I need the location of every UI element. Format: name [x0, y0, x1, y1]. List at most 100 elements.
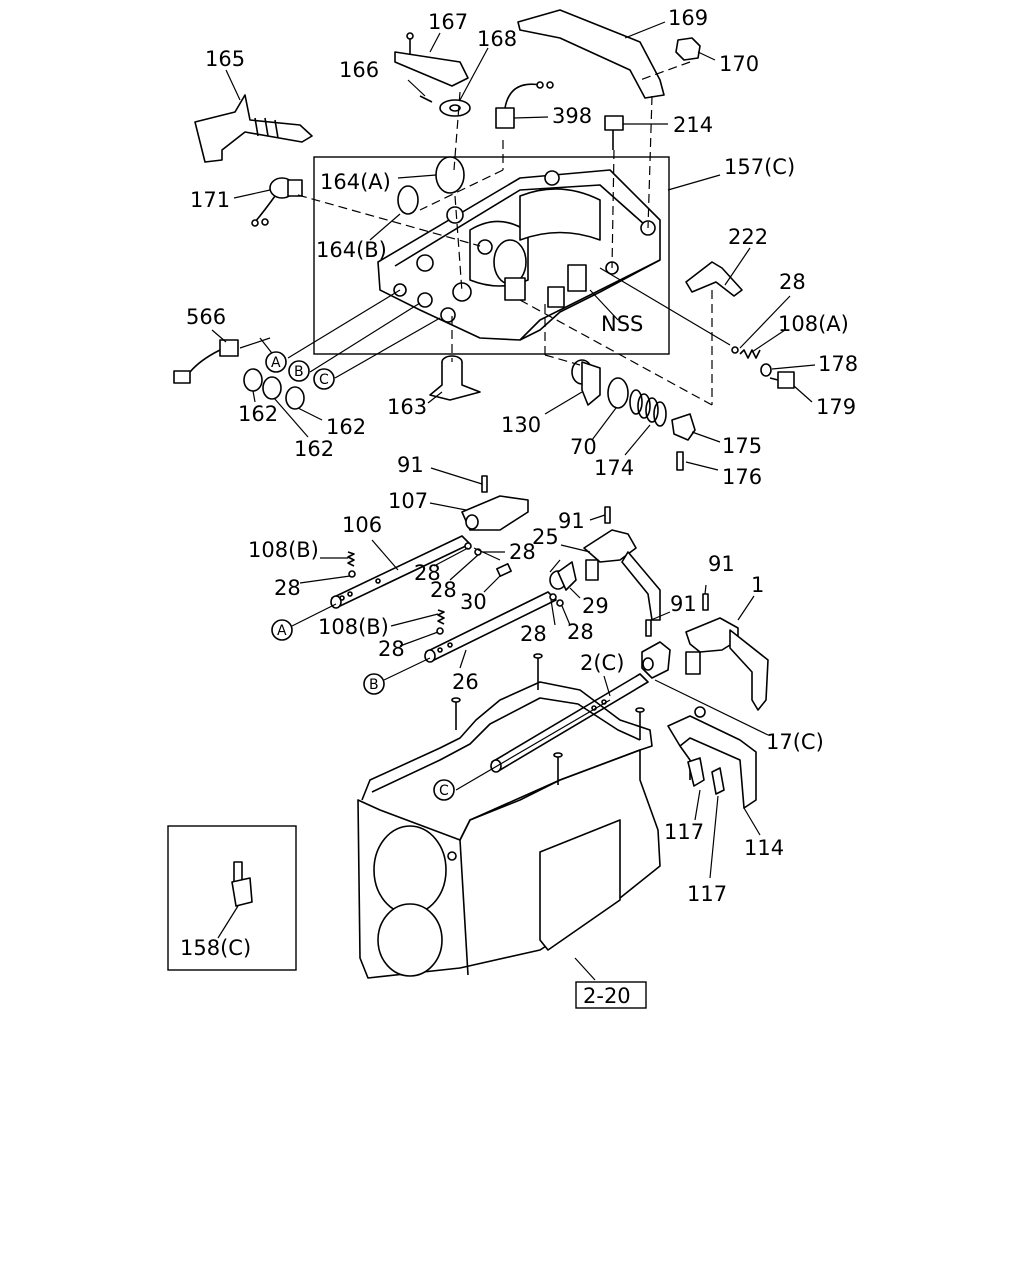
- label-165: 165: [205, 47, 245, 71]
- label-108b-1: 108(B): [248, 538, 319, 562]
- label-175: 175: [722, 434, 762, 458]
- label-26: 26: [452, 670, 479, 694]
- label-167: 167: [428, 10, 468, 34]
- label-174: 174: [594, 456, 634, 480]
- ball-28-g: [436, 627, 444, 635]
- pin-91-a: [481, 475, 488, 493]
- lock-plate-167: [394, 32, 469, 87]
- label-91-c: 91: [708, 552, 735, 576]
- upper-assembly-frame: [313, 156, 670, 355]
- label-106: 106: [342, 513, 382, 537]
- washer-70: [607, 377, 629, 409]
- bracket-114: [667, 706, 757, 809]
- shift-block-17c: [641, 641, 671, 679]
- block-29: [549, 561, 577, 591]
- label-107: 107: [388, 489, 428, 513]
- label-nss: NSS: [601, 312, 643, 336]
- shaft-163: [429, 355, 481, 401]
- label-2c: 2(C): [580, 651, 624, 675]
- plate-117-b: [711, 767, 725, 795]
- switch-398: [495, 81, 554, 129]
- pin-30: [496, 563, 512, 577]
- label-179: 179: [816, 395, 856, 419]
- label-178: 178: [818, 352, 858, 376]
- label-108a: 108(A): [778, 312, 849, 336]
- pin-176: [676, 451, 684, 471]
- label-108b-2: 108(B): [318, 615, 389, 639]
- label-28-b: 28: [274, 576, 301, 600]
- svg-text:B: B: [369, 677, 379, 693]
- pin-91-d: [645, 619, 652, 637]
- plug-162-c: [285, 386, 305, 410]
- label-176: 176: [722, 465, 762, 489]
- ball-28-b: [464, 542, 472, 550]
- seal-164b: [397, 185, 419, 215]
- label-157c: 157(C): [724, 155, 795, 179]
- plate-117-a: [687, 757, 705, 787]
- plug-162-b: [262, 376, 282, 400]
- label-162-b: 162: [326, 415, 366, 439]
- shift-lever-165: [194, 94, 313, 163]
- shift-fork-1: [685, 617, 769, 711]
- label-91-a: 91: [397, 453, 424, 477]
- label-17c: 17(C): [766, 730, 824, 754]
- marker-a-top: A: [265, 351, 287, 373]
- bolt-214: [604, 115, 624, 150]
- pin-91-c: [702, 593, 709, 611]
- reference-label: 2-20: [583, 984, 631, 1008]
- marker-c-top: C: [313, 368, 335, 390]
- ball-28-d: [348, 570, 356, 578]
- label-162-a: 162: [238, 402, 278, 426]
- switch-566: [173, 339, 239, 384]
- label-158c: 158(C): [180, 936, 251, 960]
- label-91-b: 91: [558, 509, 585, 533]
- pin-91-b: [604, 506, 611, 524]
- lever-130: [571, 359, 601, 406]
- label-1: 1: [751, 573, 764, 597]
- label-162-c: 162: [294, 437, 334, 461]
- svg-text:C: C: [319, 372, 329, 388]
- shift-fork-25: [583, 529, 661, 621]
- label-91-d: 91: [670, 592, 697, 616]
- label-164b: 164(B): [316, 238, 387, 262]
- label-170: 170: [719, 52, 759, 76]
- label-117-b: 117: [687, 882, 727, 906]
- label-163: 163: [387, 395, 427, 419]
- ball-28-e: [549, 593, 557, 601]
- inset-158c: [167, 825, 297, 971]
- washer-178: [760, 363, 772, 377]
- spring-174: [629, 389, 667, 427]
- label-29: 29: [582, 594, 609, 618]
- label-566: 566: [186, 305, 226, 329]
- shift-cover-housing: [377, 169, 661, 341]
- spring-108a: [739, 349, 761, 359]
- label-171: 171: [190, 188, 230, 212]
- svg-text:C: C: [439, 783, 449, 799]
- marker-b-mid: B: [363, 673, 385, 695]
- plate-175: [671, 413, 696, 441]
- svg-text:B: B: [294, 364, 304, 380]
- label-28-h: 28: [567, 620, 594, 644]
- label-28-f: 28: [378, 637, 405, 661]
- label-214: 214: [673, 113, 713, 137]
- label-30: 30: [460, 590, 487, 614]
- label-222: 222: [728, 225, 768, 249]
- svg-text:A: A: [277, 623, 287, 639]
- label-114: 114: [744, 836, 784, 860]
- bushing-164a: [435, 156, 465, 194]
- label-28-g: 28: [520, 622, 547, 646]
- bracket-169: [517, 9, 665, 99]
- switch-171: [251, 177, 303, 227]
- spring-108b-1: [347, 551, 355, 567]
- label-117-a: 117: [664, 820, 704, 844]
- label-169: 169: [668, 6, 708, 30]
- spring-108b-2: [437, 609, 445, 625]
- reference-box: [575, 981, 647, 1009]
- label-164a: 164(A): [320, 170, 391, 194]
- transmission-case: [357, 653, 661, 979]
- svg-text:A: A: [271, 355, 281, 371]
- label-398: 398: [552, 104, 592, 128]
- bolt-179: [769, 371, 795, 389]
- label-130: 130: [501, 413, 541, 437]
